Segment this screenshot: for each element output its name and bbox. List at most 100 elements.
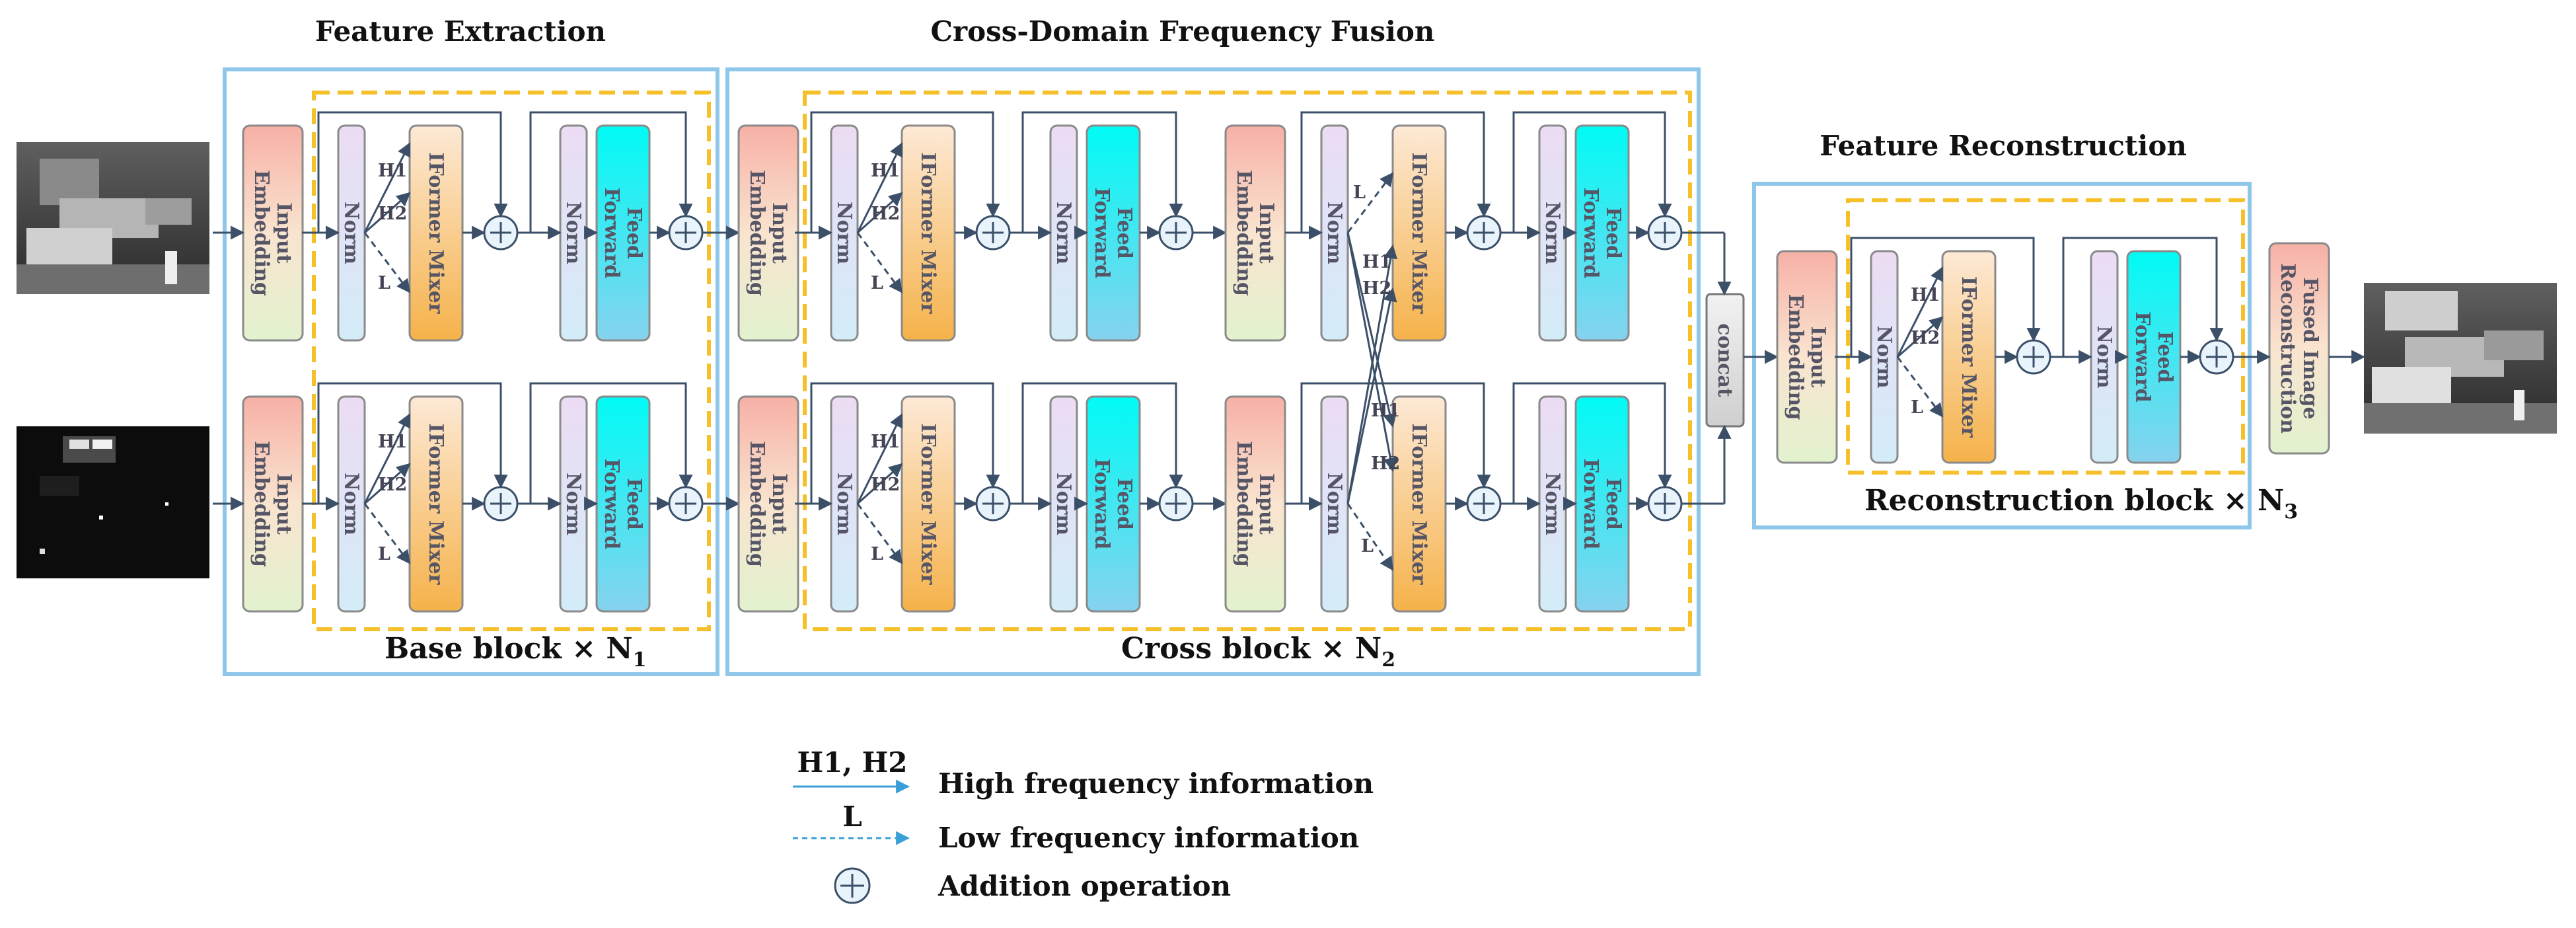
addition-icon bbox=[1158, 215, 1194, 251]
h1-branch-arrow bbox=[363, 413, 411, 504]
branch-label-h1: H1 bbox=[871, 161, 900, 181]
iformer-mixer-module-label: IFormer Mixer bbox=[1957, 276, 1980, 438]
feed-forward-module-label: FeedForward bbox=[1579, 188, 1625, 279]
norm-module-label: Norm bbox=[562, 202, 585, 264]
fused-image-reconstruction-module bbox=[2268, 242, 2330, 455]
input-embedding-module-label: InputEmbedding bbox=[745, 170, 791, 296]
feed-forward-module-label-line: Feed bbox=[1601, 207, 1625, 259]
input-embedding-module-label-line: Embedding bbox=[1784, 294, 1807, 420]
branch-label-l: L bbox=[1353, 182, 1366, 203]
norm-module-label: Norm bbox=[1323, 473, 1346, 535]
branch-label-h2: H2 bbox=[378, 204, 407, 224]
feed-forward-module-label-line: Feed bbox=[2153, 331, 2176, 383]
norm-module-label: Norm bbox=[1052, 202, 1075, 264]
base-block-label: Base block × N1 bbox=[385, 632, 647, 672]
norm-module-label-line: Norm bbox=[562, 473, 585, 535]
addition-icon bbox=[668, 215, 704, 251]
norm-module-label-line: Norm bbox=[832, 202, 856, 264]
feed-forward-module-label-line: Forward bbox=[1579, 459, 1602, 550]
h1-branch-arrow bbox=[856, 142, 903, 233]
legend-lf-text: Low frequency information bbox=[938, 822, 1359, 854]
norm-module-label: Norm bbox=[1872, 326, 1895, 389]
branch-label-h2: H2 bbox=[871, 204, 900, 224]
input-embedding-module-label-line: Input bbox=[272, 202, 295, 264]
input-embedding-module-label-line: Embedding bbox=[250, 441, 273, 567]
h2-branch-arrow bbox=[856, 463, 903, 505]
input-image-visible bbox=[17, 426, 209, 578]
reconstruction-container bbox=[1752, 182, 2252, 529]
skip-connection bbox=[1300, 382, 1491, 504]
cross-block-frame bbox=[803, 91, 1692, 631]
feed-forward-module-label-line: Forward bbox=[1090, 188, 1113, 279]
base-block-frame bbox=[312, 91, 711, 631]
legend-lf-symbol: L bbox=[842, 800, 862, 833]
input-embedding-module-label-line: Embedding bbox=[1232, 441, 1255, 567]
norm-module-label-line: Norm bbox=[832, 473, 856, 535]
norm-module-label: Norm bbox=[1541, 202, 1564, 264]
feed-forward-module-label: FeedForward bbox=[1090, 188, 1136, 279]
norm-module-label-line: Norm bbox=[1323, 202, 1346, 264]
skip-connection bbox=[810, 111, 1000, 233]
addition-icon bbox=[1466, 486, 1502, 522]
legend-hf-text: High frequency information bbox=[938, 767, 1374, 800]
skip-connection bbox=[529, 382, 693, 504]
norm-module-label: Norm bbox=[562, 473, 585, 535]
legend-add-text: Addition operation bbox=[938, 870, 1231, 902]
feed-forward-module-label: FeedForward bbox=[1579, 459, 1625, 550]
iformer-mixer-module-label: IFormer Mixer bbox=[916, 153, 939, 315]
feed-forward-module-label-line: Forward bbox=[1090, 459, 1113, 550]
input-embedding-module-label-line: Embedding bbox=[745, 170, 768, 296]
branch-label-l: L bbox=[378, 273, 390, 293]
addition-icon bbox=[1158, 486, 1194, 522]
iformer-mixer-module-label-line: IFormer Mixer bbox=[1407, 153, 1430, 315]
fused-image-reconstruction-module-label-line: Fused Image bbox=[2299, 277, 2322, 419]
feed-forward-module-label-line: Forward bbox=[2131, 311, 2154, 403]
legend-hf-symbol: H1, H2 bbox=[797, 746, 907, 779]
h1-branch-arrow bbox=[1896, 266, 1944, 358]
addition-icon bbox=[2199, 339, 2234, 375]
l-branch-arrow bbox=[1346, 503, 1394, 571]
skip-connection bbox=[810, 382, 1000, 504]
input-embedding-module-label: InputEmbedding bbox=[745, 441, 791, 567]
feed-forward-module-label-line: Feed bbox=[622, 478, 645, 530]
norm-module-label-line: Norm bbox=[1052, 473, 1075, 535]
feed-forward-module-label-line: Feed bbox=[622, 207, 645, 259]
h2-cross-arrow bbox=[1346, 232, 1397, 473]
branch-label-h2: H2 bbox=[871, 475, 900, 495]
input-embedding-module-label: InputEmbedding bbox=[1232, 170, 1278, 296]
reconstruction-block-frame bbox=[1846, 198, 2245, 475]
norm-module-label-line: Norm bbox=[340, 473, 363, 535]
l-branch-arrow bbox=[363, 232, 411, 293]
branch-label-h1: H1 bbox=[1362, 252, 1391, 272]
addition-icon bbox=[483, 215, 519, 251]
feed-forward-module-label: FeedForward bbox=[1090, 459, 1136, 550]
l-branch-arrow bbox=[1346, 172, 1394, 233]
norm-module-label-line: Norm bbox=[1323, 473, 1346, 535]
norm-module-label-line: Norm bbox=[1541, 473, 1564, 535]
legend: H1, H2 High frequency information L Low … bbox=[793, 746, 1374, 904]
input-image-infrared bbox=[17, 142, 209, 294]
feed-forward-module-label-line: Feed bbox=[1113, 478, 1136, 530]
input-embedding-module-label: InputEmbedding bbox=[1232, 441, 1278, 567]
input-embedding-module-label-line: Input bbox=[1255, 473, 1278, 535]
feed-forward-module-label-line: Forward bbox=[1579, 188, 1602, 279]
feed-forward-module-label: FeedForward bbox=[600, 188, 645, 279]
fused-image-reconstruction-module-label-line: Reconstruction bbox=[2276, 263, 2299, 434]
input-embedding-module-label-line: Input bbox=[768, 473, 791, 535]
norm-module-label-line: Norm bbox=[1541, 202, 1564, 264]
norm-module-label-line: Norm bbox=[1052, 202, 1075, 264]
iformer-mixer-module-label-line: IFormer Mixer bbox=[424, 424, 447, 586]
norm-module-label-line: Norm bbox=[2092, 326, 2116, 389]
input-embedding-module-label: InputEmbedding bbox=[250, 441, 295, 567]
h2-cross-arrow bbox=[1346, 287, 1397, 504]
input-embedding-module-label-line: Input bbox=[1255, 202, 1278, 264]
norm-module-label: Norm bbox=[340, 202, 363, 264]
iformer-mixer-module-label-line: IFormer Mixer bbox=[916, 424, 939, 586]
branch-label-l: L bbox=[378, 544, 390, 564]
iformer-mixer-module-label: IFormer Mixer bbox=[916, 424, 939, 586]
skip-connection bbox=[1300, 111, 1491, 233]
reconstruction-block-label: Reconstruction block × N3 bbox=[1864, 484, 2298, 523]
concat-label: concat bbox=[1713, 323, 1736, 397]
